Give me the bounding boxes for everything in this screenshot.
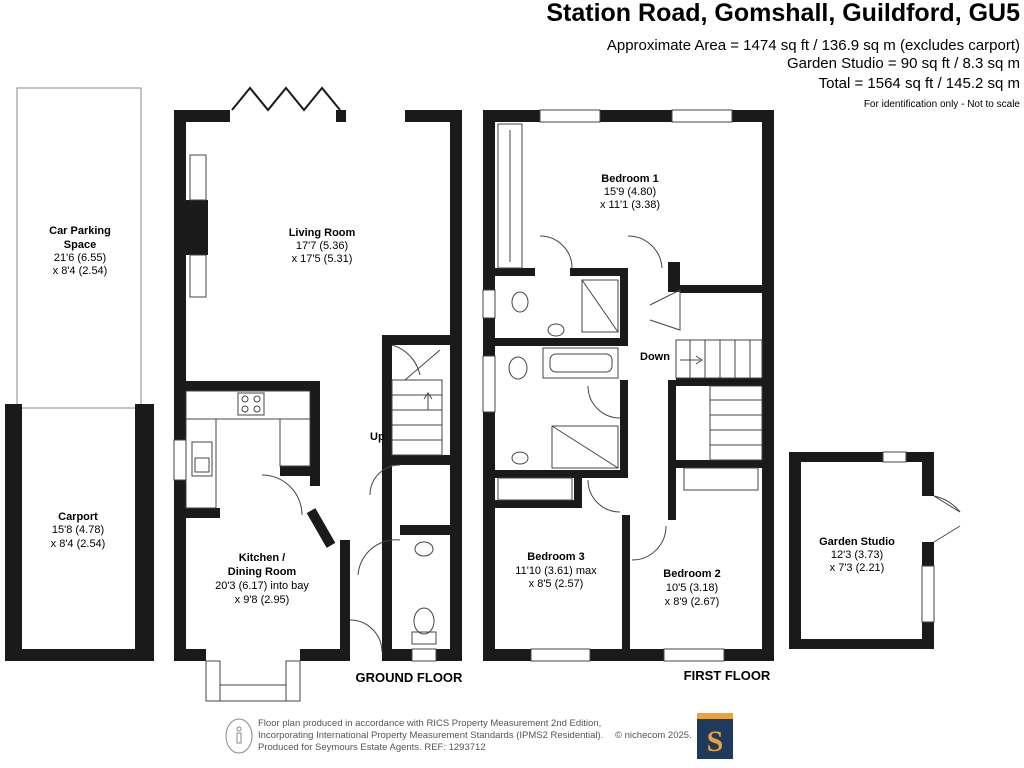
garden-studio-dim-1: 12'3 (3.73)	[831, 549, 883, 561]
kitchen-name-1: Kitchen /	[239, 552, 285, 564]
living-room-dim-1: 17'7 (5.36)	[296, 240, 348, 252]
stairs-down-label: Down	[640, 351, 670, 363]
bedroom2-dim-1: 10'5 (3.18)	[666, 582, 718, 594]
logo-letter: S	[707, 725, 724, 758]
first-floor-fixtures	[482, 109, 763, 662]
carport-dim-2: x 8'4 (2.54)	[51, 538, 106, 550]
living-room-name: Living Room	[289, 227, 356, 239]
disclaimer: For identification only - Not to scale	[864, 99, 1021, 110]
footer-line-2: Incorporating International Property Mea…	[258, 730, 603, 741]
bedroom3-name: Bedroom 3	[527, 551, 584, 563]
bedroom1-dim-1: 15'9 (4.80)	[604, 186, 656, 198]
bedroom2-dim-2: x 8'9 (2.67)	[665, 596, 720, 608]
car-parking-name-2: Space	[64, 239, 96, 251]
kitchen-dim-2: x 9'8 (2.95)	[235, 594, 290, 606]
stairs-up-label: Up	[370, 431, 385, 443]
area-line-2: Garden Studio = 90 sq ft / 8.3 sq m	[787, 55, 1020, 72]
footer-line-1: Floor plan produced in accordance with R…	[258, 718, 601, 729]
carport-dim-1: 15'8 (4.78)	[52, 524, 104, 536]
area-line-1: Approximate Area = 1474 sq ft / 136.9 sq…	[607, 37, 1020, 54]
first-floor-walls	[483, 110, 774, 661]
ground-floor-label: GROUND FLOOR	[356, 670, 463, 685]
rics-icon	[225, 718, 253, 754]
living-room-dim-2: x 17'5 (5.31)	[292, 253, 353, 265]
ground-floor-fixtures	[173, 86, 443, 702]
garden-studio-walls	[789, 452, 934, 649]
car-parking-dim-2: x 8'4 (2.54)	[53, 265, 108, 277]
ground-floor-walls	[174, 110, 462, 661]
bedroom2-name: Bedroom 2	[663, 568, 720, 580]
bedroom1-dim-2: x 11'1 (3.38)	[600, 199, 660, 211]
garden-studio-name: Garden Studio	[819, 536, 895, 548]
bedroom3-dim-2: x 8'5 (2.57)	[529, 578, 584, 590]
bedroom3-dim-1: 11'10 (3.61) max	[515, 565, 597, 577]
copyright: © nichecom 2025.	[615, 730, 692, 741]
kitchen-name-2: Dining Room	[228, 566, 297, 578]
seymours-logo: S	[697, 713, 733, 759]
first-floor-label: FIRST FLOOR	[684, 668, 771, 683]
garden-studio-fixtures	[882, 451, 961, 623]
carport-structure	[5, 87, 154, 661]
footer-line-3: Produced for Seymours Estate Agents. REF…	[258, 742, 486, 753]
bedroom1-name: Bedroom 1	[601, 173, 658, 185]
car-parking-dim-1: 21'6 (6.55)	[54, 252, 106, 264]
property-title: Station Road, Gomshall, Guildford, GU5	[546, 0, 1020, 27]
area-line-3: Total = 1564 sq ft / 145.2 sq m	[819, 75, 1020, 92]
kitchen-dim-1: 20'3 (6.17) into bay	[215, 580, 309, 592]
carport-name: Carport	[58, 511, 98, 523]
garden-studio-dim-2: x 7'3 (2.21)	[830, 562, 885, 574]
car-parking-name-1: Car Parking	[49, 225, 111, 237]
